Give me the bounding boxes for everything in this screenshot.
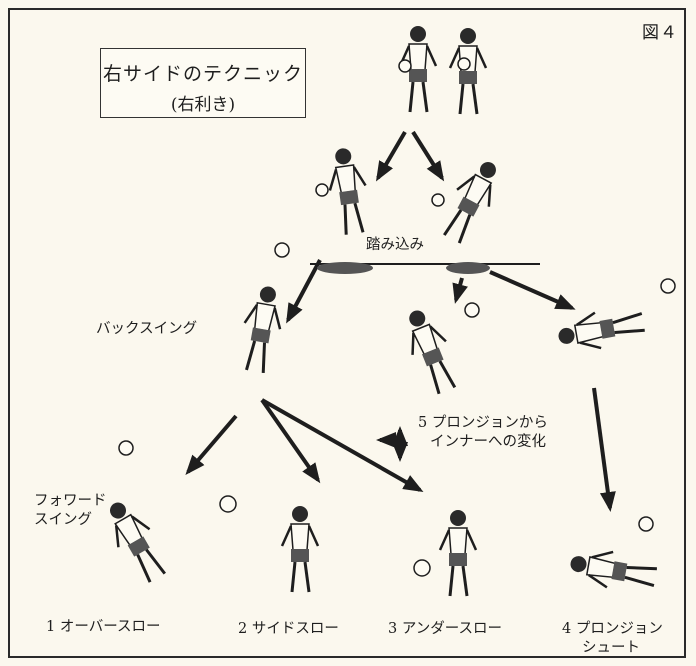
figure-plunge-inner: [396, 302, 480, 400]
figure-pair-catch-left: [398, 24, 438, 114]
arrow-top-left: [375, 130, 407, 182]
figure-frame: [8, 8, 686, 658]
label-forward-swing: フォワード スイング: [34, 492, 107, 530]
step-in-ground: [310, 262, 540, 274]
figure-step-right: [431, 152, 510, 249]
arrow-to-plunge-shot: [592, 387, 616, 512]
arrow-to-underarm: [261, 398, 424, 492]
label-overarm-throw: 1 オーバースロー: [46, 619, 161, 635]
label-back-swing: バックスイング: [96, 321, 198, 337]
figure-step-left: [315, 144, 374, 238]
label-forward-swing-line1: フォワード: [34, 493, 107, 509]
figure-plunge-shot: [566, 516, 660, 597]
figure-overarm: [96, 440, 175, 589]
label-step-in: 踏み込み: [366, 237, 424, 253]
label-forward-swing-line2: スイング: [34, 512, 92, 528]
arrow-to-plunge-flight: [489, 270, 576, 310]
title-main: 右サイドのテクニック: [102, 63, 303, 85]
arrow-to-side: [260, 398, 321, 484]
label-plunge-inner-line1: 5 プロンジョンから: [418, 415, 548, 431]
label-plunge-shot-line2: シュート: [582, 640, 640, 656]
figure-backswing: [235, 242, 290, 376]
arrow-to-backswing: [286, 259, 322, 324]
title-sub: (右利き): [170, 95, 236, 115]
figure-side: [219, 495, 320, 594]
label-plunge-inner: 5 プロンジョンから インナーへの変化: [418, 414, 548, 452]
label-side-throw: 2 サイドスロー: [238, 621, 339, 637]
flow-arrows: [185, 130, 616, 512]
arrow-to-plunge-inner: [452, 277, 468, 304]
figure-plunge-flight: [554, 278, 676, 357]
figure-pair-catch-right: [448, 26, 488, 116]
figure-underarm: [413, 508, 478, 598]
arrow-to-overarm: [185, 414, 238, 476]
label-plunge-shot-line1: 4 プロンジョン: [562, 621, 663, 637]
label-underarm-throw: 3 アンダースロー: [388, 621, 503, 637]
label-plunge-inner-line2: インナーへの変化: [430, 434, 546, 450]
figure-number: 図４: [642, 23, 678, 43]
label-plunge-shot: 4 プロンジョン シュート: [562, 620, 663, 658]
title-box: 右サイドのテクニック (右利き): [100, 48, 306, 118]
arrow-top-right: [411, 130, 445, 182]
